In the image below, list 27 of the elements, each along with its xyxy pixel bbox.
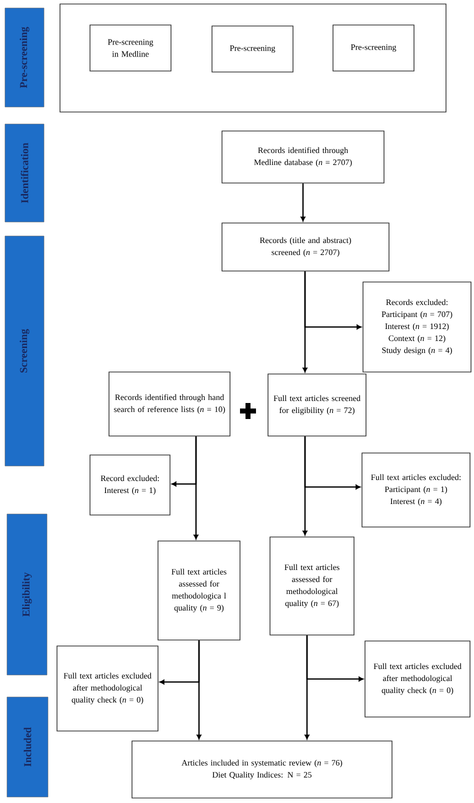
process-box: Pre-screening in Medline (90, 24, 172, 72)
process-box: Record excluded: Interest (n = 1) (90, 454, 170, 516)
arrow (306, 635, 364, 682)
stage-band: Screening (4, 236, 44, 466)
process-box: Records identified through hand search of reference lists (n = 10) (108, 372, 230, 436)
stage-band: Eligibility (6, 514, 48, 676)
process-box: Records identified through Medline database (n = 2707) (222, 130, 384, 184)
process-box: Full text articles screened for eligibility (n = 72) (268, 374, 366, 436)
group-box (60, 4, 446, 112)
stage-band: Included (6, 696, 48, 798)
process-box: Articles included in systematic review (n = 76) Diet Quality Indices: N = 25 (132, 740, 392, 798)
process-box: Records excluded: Participant (n = 707) Interest (n = 1912) Context (n = 12) Study design (n = 4) (362, 282, 472, 372)
process-box: Full text articles excluded after methodological quality check (n = 0) (56, 646, 158, 732)
arrow (172, 436, 197, 486)
process-box: Full text articles excluded after methodological quality check (n = 0) (364, 640, 470, 718)
process-box: Full text articles assessed for methodological quality (n = 67) (270, 536, 354, 636)
arrow (160, 640, 200, 684)
process-box: Pre-screening (332, 24, 414, 72)
process-box: Pre-screening (212, 26, 294, 72)
arrow (300, 183, 306, 222)
process-box: Full text articles excluded: Participant (n = 1) Interest (n = 4) (362, 452, 470, 528)
process-box: Records (title and abstract) screened (n = 2707) (222, 222, 390, 272)
arrow (304, 436, 360, 490)
arrow (304, 271, 362, 330)
stage-band: Identification (4, 124, 44, 222)
process-box: Full text articles assessed for methodologica l quality (n = 9) (158, 540, 240, 640)
stage-band: Pre-screening (4, 8, 44, 108)
